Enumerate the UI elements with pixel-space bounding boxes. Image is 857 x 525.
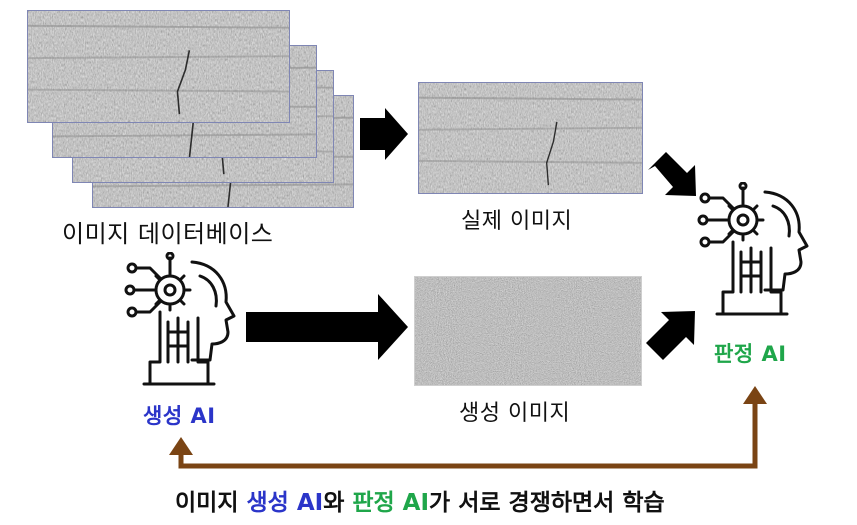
generator-ai-label: 생성 AI — [143, 404, 216, 428]
arrow-to-real-image — [360, 108, 408, 160]
image-database-label: 이미지 데이터베이스 — [62, 220, 274, 248]
generator-robot-icon — [120, 251, 240, 392]
real-image-label: 실제 이미지 — [461, 209, 573, 234]
generated-image — [414, 276, 642, 386]
caption-discriminator: 판정 AI — [352, 490, 430, 516]
generated-image-label: 생성 이미지 — [459, 401, 571, 426]
feedback-arrow-head-up-left — [169, 437, 193, 455]
caption-part3: 가 서로 경쟁하면서 학습 — [429, 490, 665, 516]
caption: 이미지 생성 AI와 판정 AI가 서로 경쟁하면서 학습 — [175, 483, 665, 517]
discriminator-robot-icon — [693, 181, 813, 322]
arrow-to-discriminator-top — [648, 152, 696, 196]
caption-part1: 이미지 — [175, 490, 247, 516]
arrow-to-generated-image — [246, 294, 408, 360]
feedback-arrow-head-up-right — [743, 386, 767, 404]
arrow-to-discriminator-bottom — [646, 311, 695, 360]
caption-generator: 생성 AI — [246, 490, 324, 516]
real-image — [418, 82, 643, 194]
discriminator-ai-label: 판정 AI — [714, 342, 787, 366]
database-image-1 — [27, 10, 290, 123]
caption-part2: 와 — [323, 490, 353, 516]
